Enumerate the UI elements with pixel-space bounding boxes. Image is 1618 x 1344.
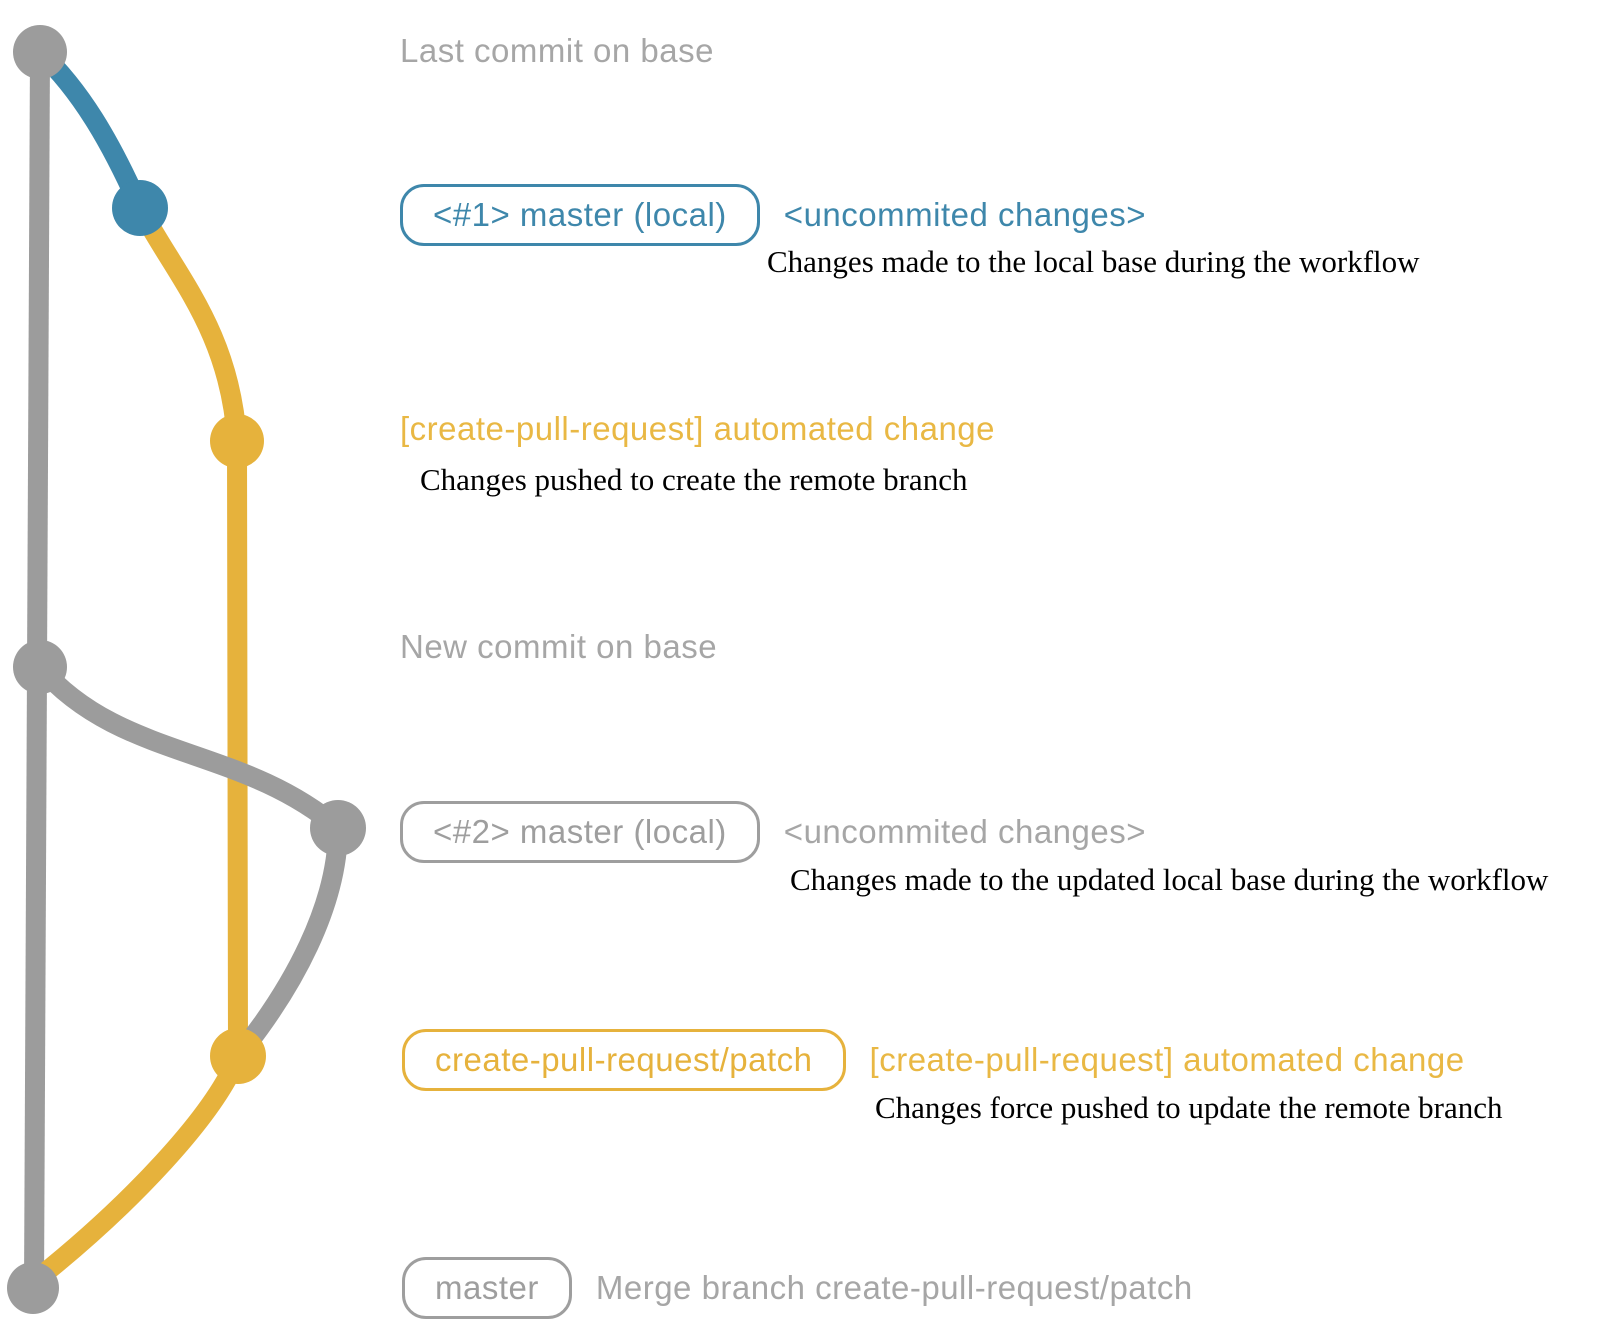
push-1-message: [create-pull-request] automated change (400, 410, 996, 447)
commit-1-note: Changes made to the local base during th… (767, 244, 1420, 279)
commit-2-message: <uncommited changes> (783, 813, 1147, 850)
push-1-note: Changes pushed to create the remote bran… (420, 462, 968, 497)
row-merge: master Merge branch create-pull-request/… (402, 1257, 1193, 1319)
commit-dot-remote-1 (210, 414, 264, 468)
push-2-message: [create-pull-request] automated change (869, 1041, 1465, 1078)
branch-badge-patch: create-pull-request/patch (402, 1029, 846, 1091)
branch-badge-master: master (402, 1257, 572, 1319)
branch-badge-master-local-1: <#1> master (local) (400, 184, 760, 246)
merge-message: Merge branch create-pull-request/patch (595, 1269, 1193, 1306)
commit-dot-local-2 (310, 800, 366, 856)
row-commit-1: <#1> master (local) <uncommited changes> (400, 184, 1146, 246)
row-commit-2: <#2> master (local) <uncommited changes> (400, 801, 1146, 863)
push-2-note: Changes force pushed to update the remot… (875, 1090, 1503, 1125)
new-commit-label: New commit on base (400, 628, 718, 665)
local-branch-2-line (32, 660, 349, 1063)
commit-dot-remote-2 (210, 1028, 266, 1084)
label-new-commit-on-base: New commit on base (400, 628, 717, 666)
label-last-commit-on-base: Last commit on base (400, 32, 714, 70)
commit-dot-local-1 (112, 180, 168, 236)
commit-1-message: <uncommited changes> (783, 196, 1147, 233)
last-commit-label: Last commit on base (400, 32, 714, 69)
commit-dot-base-last (13, 25, 67, 79)
row-push-1: [create-pull-request] automated change (400, 410, 995, 448)
commit-2-note: Changes made to the updated local base d… (790, 862, 1549, 897)
row-push-2: create-pull-request/patch [create-pull-r… (402, 1029, 1465, 1091)
commit-dot-base-new (13, 640, 67, 694)
branch-badge-master-local-2: <#2> master (local) (400, 801, 760, 863)
commit-dot-base-merge (7, 1262, 59, 1314)
